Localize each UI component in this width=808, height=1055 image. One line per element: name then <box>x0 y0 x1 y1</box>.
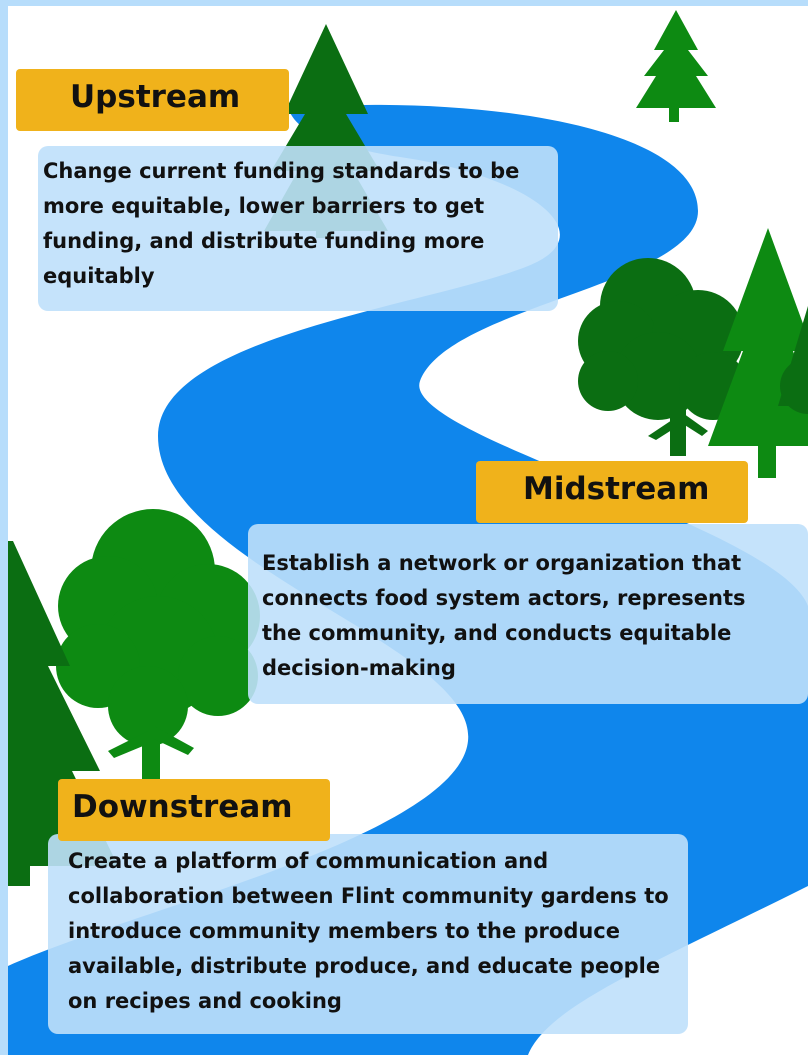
midstream-description: Establish a network or organization that… <box>262 551 746 680</box>
upstream-description: Change current funding standards to be m… <box>43 159 520 288</box>
pine-tree-left <box>8 541 118 886</box>
midstream-label-bar <box>476 461 748 523</box>
downstream-panel <box>48 834 688 1034</box>
pine-tree-right-edge <box>778 306 808 414</box>
upstream-label: Upstream <box>70 79 241 115</box>
downstream-label: Downstream <box>72 789 293 825</box>
river-scene <box>8 10 808 1055</box>
pine-tree-top-right <box>636 10 716 122</box>
midstream-label: Midstream <box>523 471 710 507</box>
downstream-description: Create a platform of communication and c… <box>68 849 669 1013</box>
upstream-label-bar <box>16 69 289 131</box>
upstream-panel <box>38 146 558 311</box>
downstream-label-bar <box>58 779 330 841</box>
round-tree-right <box>578 258 747 456</box>
round-tree-left <box>56 509 260 784</box>
midstream-panel <box>248 524 808 704</box>
